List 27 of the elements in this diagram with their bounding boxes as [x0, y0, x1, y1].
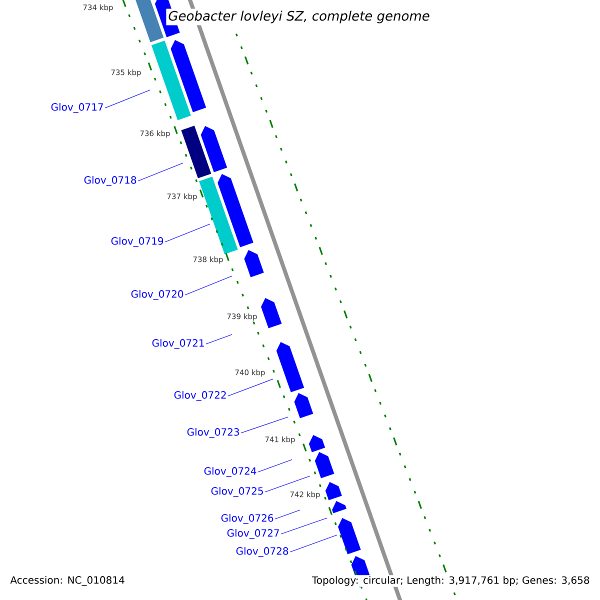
leader-line [184, 276, 232, 296]
genome-info-text: Topology: circular; Length: 3,917,761 bp; Genes: 3,658 [310, 575, 591, 587]
leader-line [206, 334, 232, 344]
leader-line [258, 459, 292, 472]
leader-line [138, 162, 184, 182]
gene-label: Glov_0721 [152, 339, 204, 349]
leader-line [228, 378, 274, 396]
gene-label: Glov_0724 [204, 467, 256, 477]
gene-label: Glov_0728 [236, 547, 288, 557]
gene-label: Glov_0719 [111, 237, 164, 247]
gene-label: Glov_0726 [221, 514, 274, 524]
leader-line [264, 476, 310, 492]
title: Geobacter lovleyi SZ, complete genome [166, 8, 432, 26]
gene-label: Glov_0717 [51, 103, 103, 113]
gene-label: Glov_0718 [84, 176, 136, 186]
gene-label: Glov_0720 [131, 290, 184, 300]
gene-label: Glov_0723 [187, 428, 239, 438]
leader-line [280, 518, 328, 534]
leader-line [240, 416, 288, 434]
gene-label: Glov_0727 [227, 529, 279, 539]
leader-line [104, 90, 150, 108]
gene-label: Glov_0725 [211, 487, 263, 497]
leader-line [164, 224, 210, 242]
gene-label: Glov_0722 [174, 391, 226, 401]
leader-line [274, 510, 300, 520]
accession-text: Accession: NC_010814 [9, 575, 126, 587]
leader-line [290, 534, 338, 552]
